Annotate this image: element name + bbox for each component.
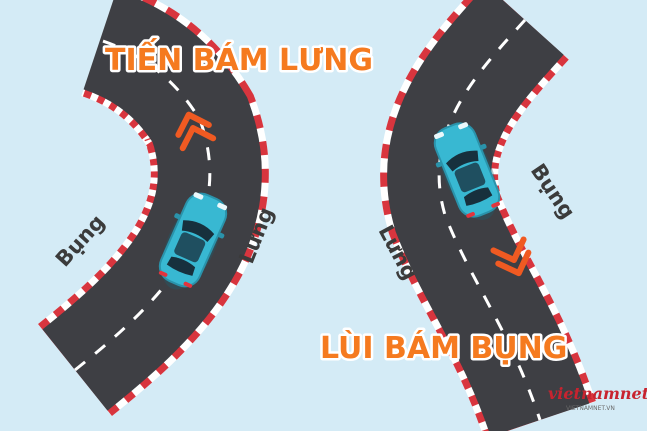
left-inner-label: Bụng (51, 210, 110, 271)
vietnamnet-watermark-logo: vietnamnet VIETNAMNET.VN (548, 384, 647, 412)
left-scene-title: TIẾN BÁM LƯNG (105, 38, 373, 78)
watermark-domain: VIETNAMNET.VN (566, 405, 615, 412)
right-road (380, 0, 596, 431)
right-inner-label: Bụng (526, 159, 580, 223)
left-road (38, 0, 269, 417)
watermark-brand: vietnamnet (548, 384, 647, 403)
right-scene-title: LÙI BÁM BỤNG (320, 329, 567, 366)
